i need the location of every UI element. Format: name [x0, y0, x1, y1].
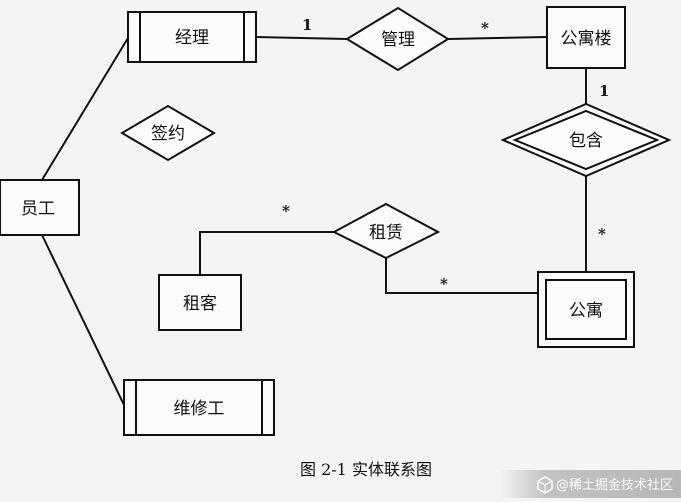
entity-employee-label: 员工	[21, 199, 55, 219]
cardinality-contain-building: 1	[599, 82, 609, 100]
entity-building: 公寓楼	[546, 6, 626, 69]
relationship-contain-label: 包含	[569, 131, 603, 151]
watermark: @稀土掘金技术社区	[500, 470, 681, 498]
entity-apartment-label: 公寓	[569, 301, 603, 321]
cardinality-lease-apartment: *	[440, 275, 448, 293]
entity-manager: 经理	[127, 11, 257, 63]
figure-caption: 图 2-1 实体联系图	[300, 460, 432, 479]
entity-manager-label: 经理	[175, 28, 209, 48]
relationship-manage: 管理	[345, 6, 450, 72]
line-lease-tenant	[199, 231, 334, 275]
cardinality-manage-building: *	[481, 19, 489, 37]
entity-tenant: 租客	[158, 274, 242, 331]
entity-repairman: 维修工	[123, 379, 275, 436]
line-lease-apartment	[385, 258, 538, 294]
cardinality-contain-apartment: *	[598, 225, 606, 243]
line-manage-building	[447, 36, 548, 40]
entity-apartment: 公寓	[537, 271, 635, 348]
entity-repairman-label: 维修工	[174, 399, 225, 419]
line-employee-repairman	[41, 234, 125, 406]
relationship-manage-label: 管理	[381, 30, 415, 50]
cardinality-lease-tenant: *	[282, 202, 290, 220]
relationship-lease-label: 租赁	[369, 223, 403, 243]
entity-tenant-label: 租客	[183, 294, 217, 314]
relationship-contain: 包含	[500, 102, 672, 178]
line-manager-manage	[255, 36, 348, 40]
relationship-lease: 租赁	[331, 202, 441, 260]
relationship-sign: 签约	[120, 104, 216, 162]
cube-icon	[537, 476, 553, 494]
cardinality-manage-manager: 1	[302, 16, 312, 34]
entity-building-label: 公寓楼	[561, 29, 612, 49]
entity-employee: 员工	[0, 179, 80, 236]
relationship-sign-label: 签约	[151, 124, 185, 144]
line-employee-manager	[41, 37, 129, 181]
watermark-text: @稀土掘金技术社区	[556, 477, 673, 493]
